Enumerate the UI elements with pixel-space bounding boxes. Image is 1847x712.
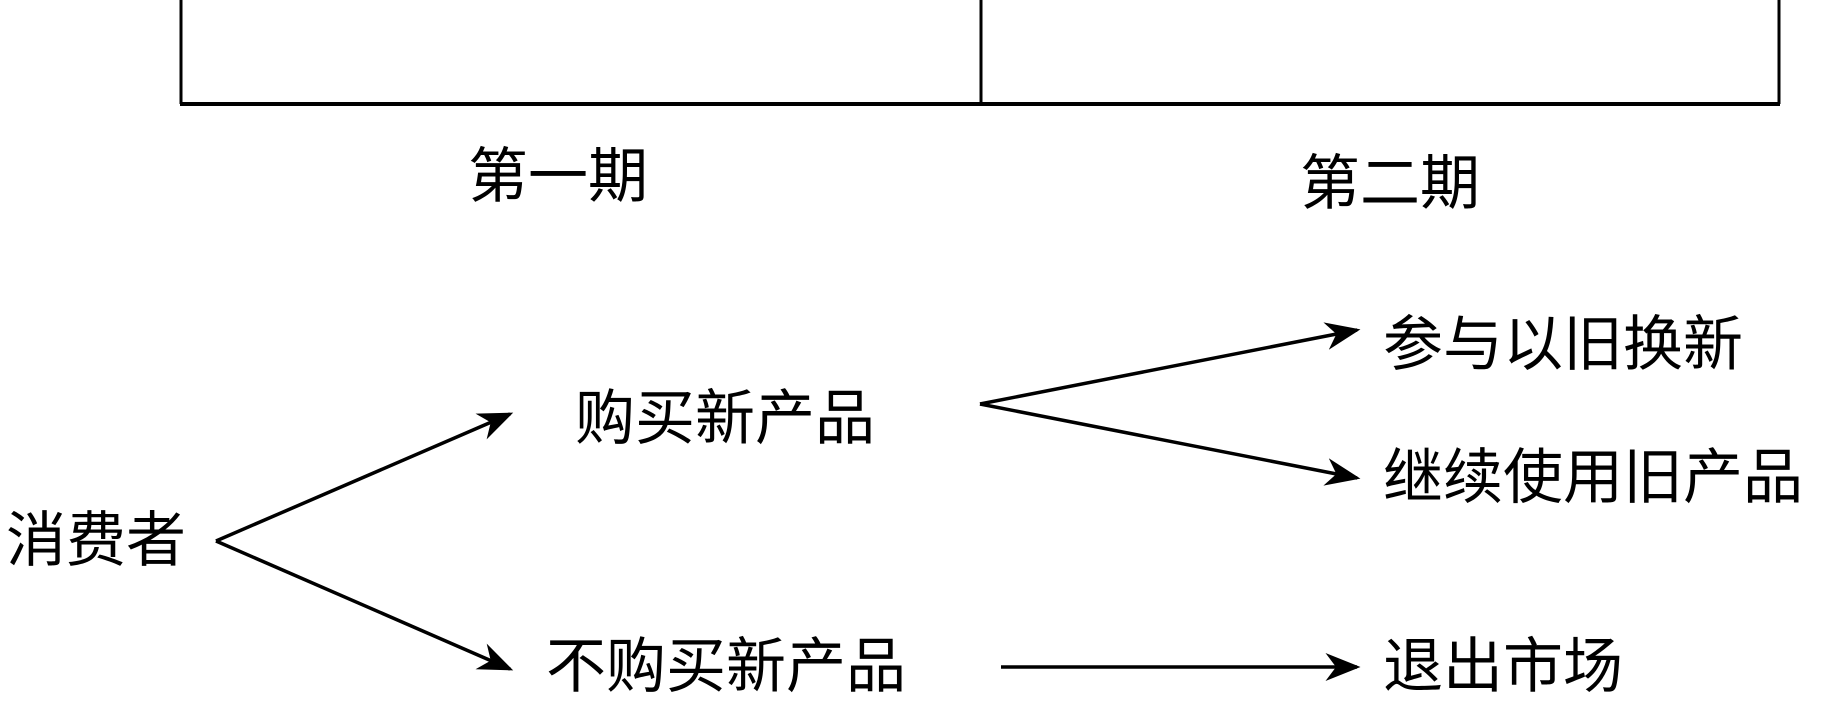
- arrow-buy-to-keep-old: [979, 402, 1361, 486]
- node-exit-market: 退出市场: [1383, 632, 1623, 702]
- timeline-bracket: [179, 0, 1781, 106]
- period-2-label: 第二期: [1300, 149, 1480, 219]
- node-keep-old: 继续使用旧产品: [1383, 443, 1803, 513]
- arrow-buy-to-trade-in: [979, 322, 1361, 406]
- arrow-consumer-to-not-buy: [215, 539, 514, 671]
- node-not-buy-new: 不购买新产品: [546, 632, 906, 702]
- node-trade-in: 参与以旧换新: [1383, 310, 1743, 380]
- period-1-label: 第一期: [468, 142, 648, 212]
- node-buy-new: 购买新产品: [575, 384, 875, 454]
- arrow-consumer-to-buy: [215, 412, 514, 543]
- node-consumer: 消费者: [6, 506, 186, 576]
